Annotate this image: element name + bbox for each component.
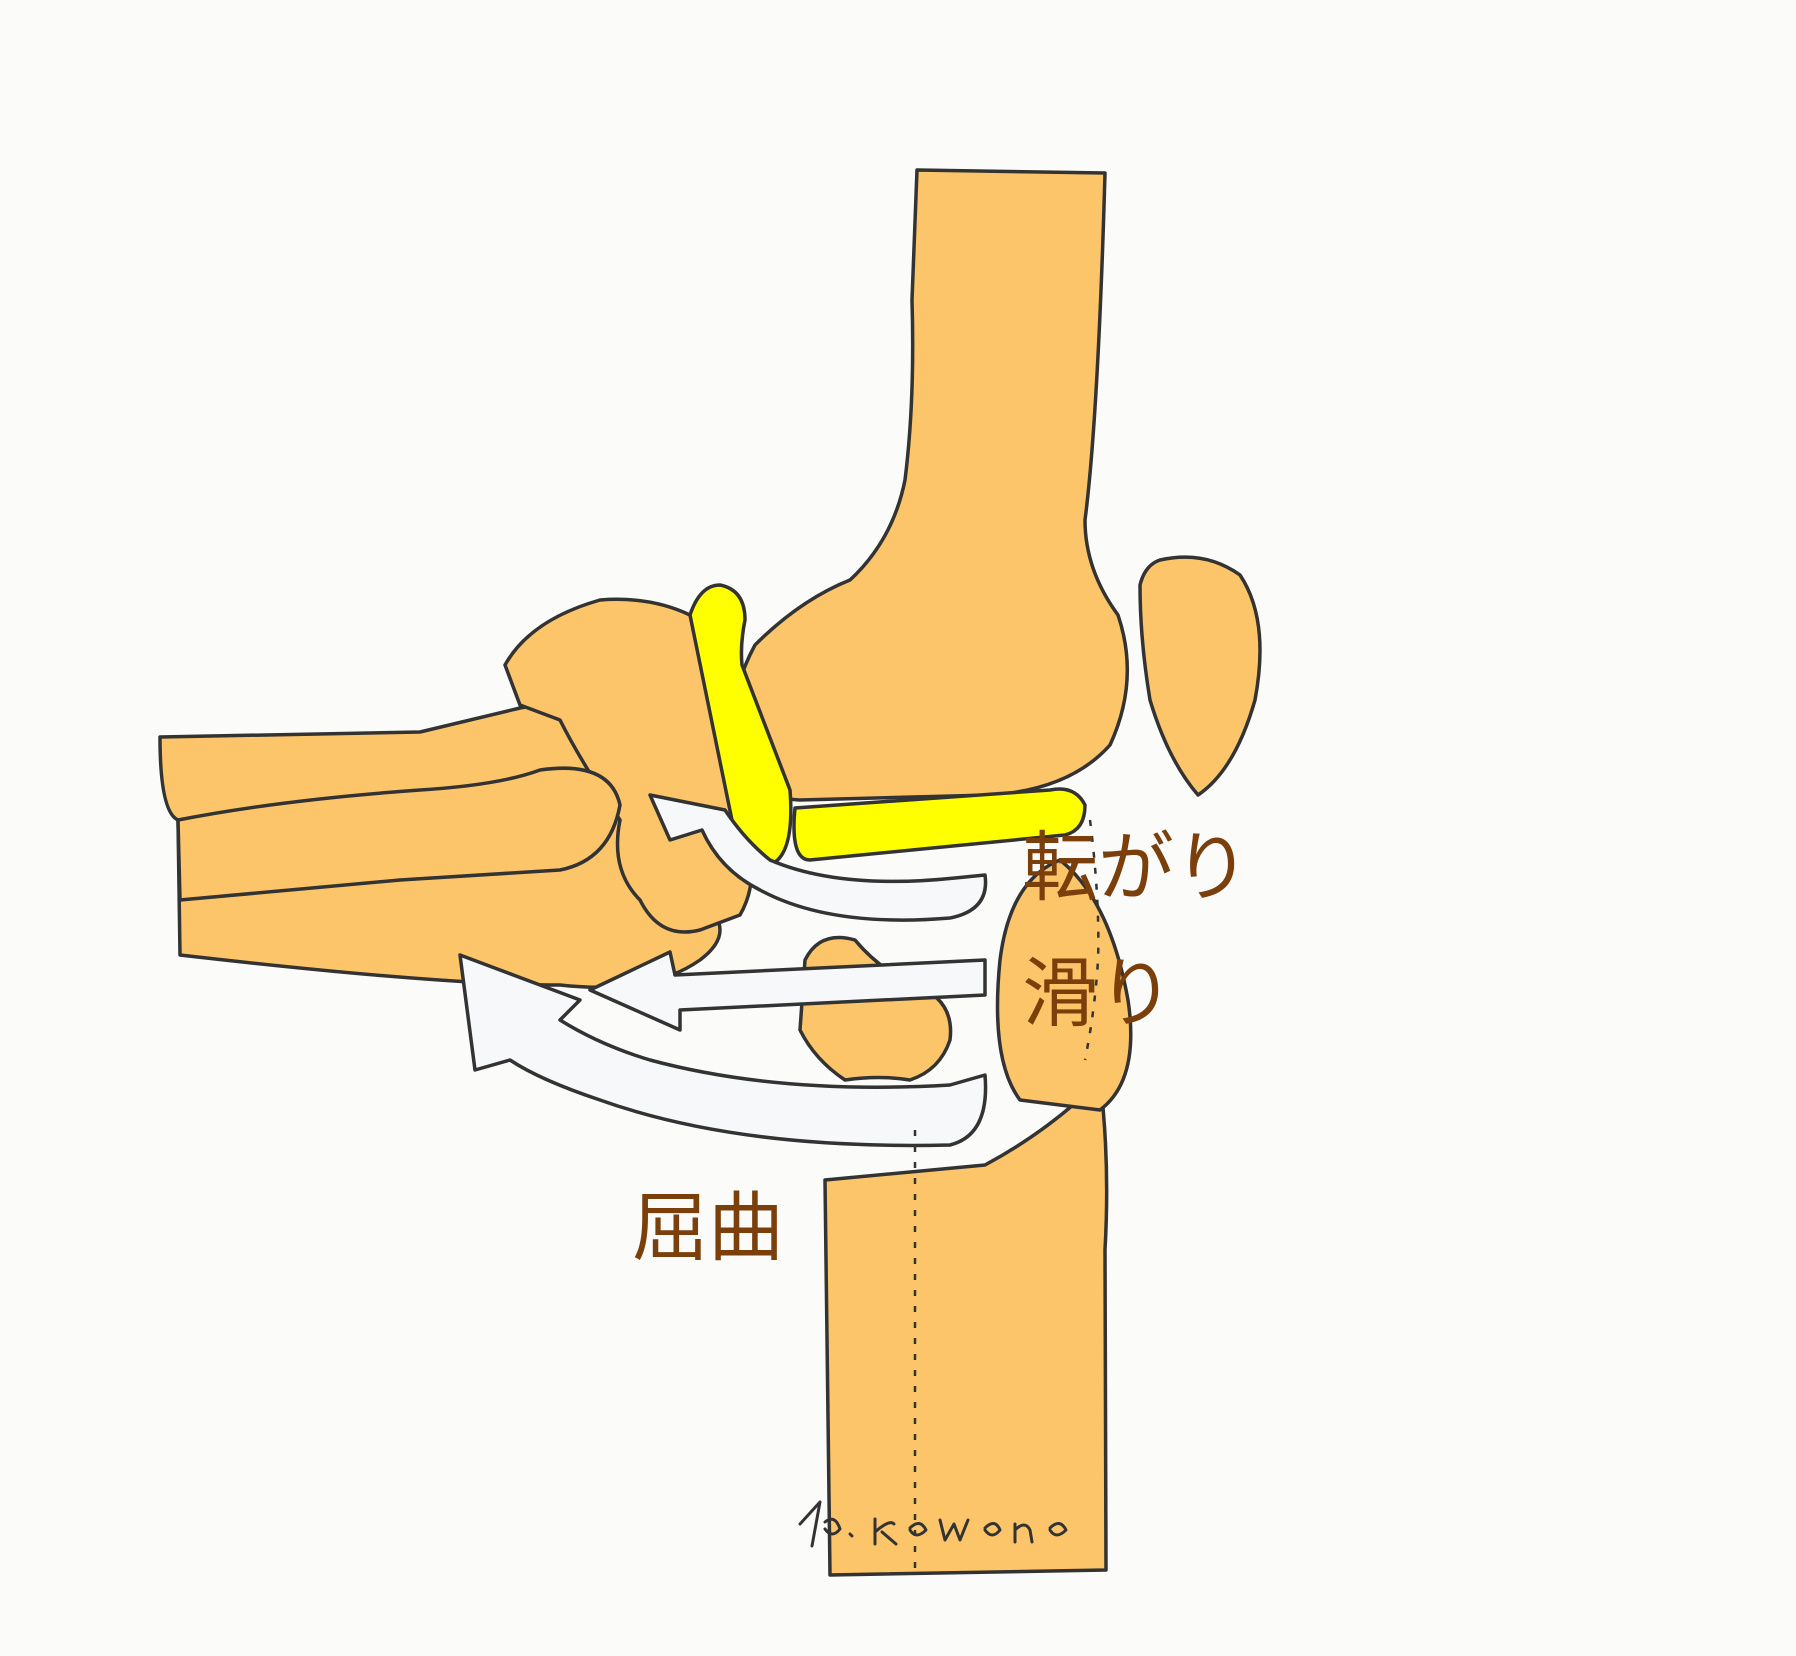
rolling-label: 転がり [1022,823,1250,912]
intercondylar-piece [798,935,953,1082]
flexion-label: 屈曲 [632,1183,784,1272]
artist-signature [798,1500,1068,1548]
anterior-segment [995,858,1133,1112]
joint-line [1083,819,1100,1061]
menisci-cartilage-inferior [792,787,1087,862]
rolling-arrow [648,793,988,922]
femur [730,168,1130,802]
flexion-arrow [458,953,988,1148]
sliding-arrow [588,950,987,1032]
fibula [176,766,622,902]
sliding-label: 滑り [1022,949,1174,1038]
patella [1138,555,1262,797]
